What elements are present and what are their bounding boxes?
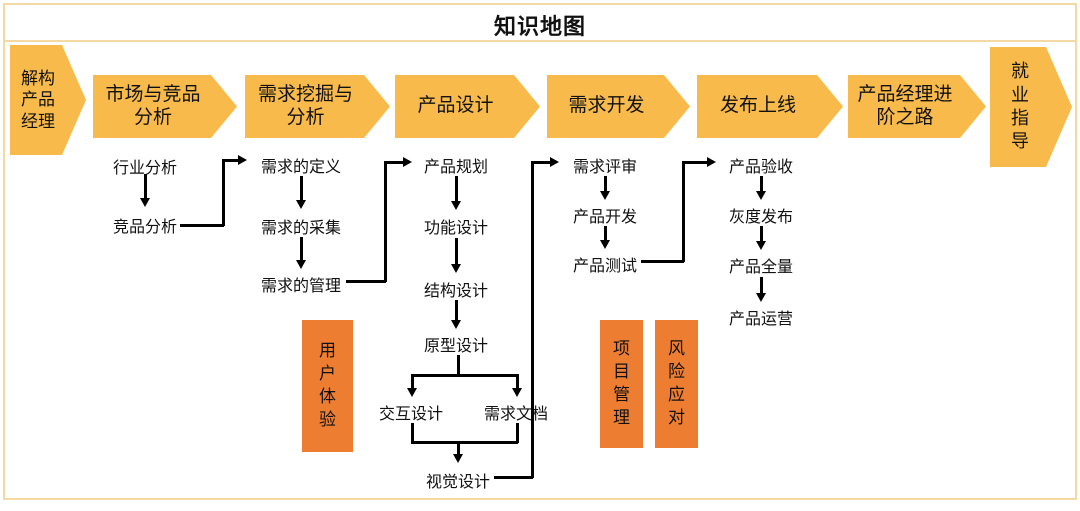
outer-frame [3, 3, 1077, 500]
line-segment [180, 224, 224, 227]
line-segment [411, 374, 519, 377]
line-segment [760, 176, 763, 192]
node-product-testing: 产品测试 [572, 258, 637, 275]
line-segment [222, 159, 225, 226]
arrowhead-down [600, 240, 610, 249]
arrowhead-down [451, 201, 461, 210]
line-segment [455, 238, 458, 265]
stage-product-design: 产品设计 [395, 75, 540, 138]
node-req-review: 需求评审 [572, 159, 637, 176]
stage-label: 需求挖掘与 分析 [257, 84, 353, 128]
stage-label: 市场与竞品 分析 [105, 84, 201, 128]
stage-label: 产品经理进 阶之路 [857, 84, 953, 128]
arrowhead-down [296, 260, 306, 269]
line-segment [144, 174, 147, 199]
line-segment [384, 161, 387, 282]
line-segment [682, 161, 685, 262]
stage-label: 解构 产品 经理 [21, 69, 55, 131]
line-segment [457, 355, 460, 376]
arrowhead-right [550, 157, 559, 167]
node-req-definition: 需求的定义 [260, 159, 341, 176]
stage-requirement-mining: 需求挖掘与 分析 [245, 75, 390, 138]
arrowhead-down [600, 191, 610, 200]
node-product-operation: 产品运营 [728, 311, 793, 328]
line-segment [494, 476, 533, 479]
page-title: 知识地图 [493, 14, 586, 39]
node-req-collection: 需求的采集 [260, 220, 341, 237]
node-interaction-design: 交互设计 [378, 406, 443, 423]
node-requirement-doc: 需求文档 [483, 406, 548, 423]
arrowhead-down [296, 200, 306, 209]
node-product-development: 产品开发 [572, 209, 637, 226]
arrowhead-down [756, 293, 766, 302]
node-function-design: 功能设计 [423, 220, 488, 237]
arrowhead-down [512, 388, 522, 397]
line-segment [384, 161, 405, 164]
arrowhead-down [451, 320, 461, 329]
arrowhead-down [756, 191, 766, 200]
node-competitor-analysis: 竞品分析 [112, 219, 177, 236]
line-segment [682, 161, 709, 164]
header-divider [3, 40, 1077, 42]
stage-label: 产品设计 [417, 95, 494, 117]
stage-label: 需求开发 [568, 95, 645, 117]
stage-label: 就 业 指 导 [1011, 61, 1029, 152]
node-product-acceptance: 产品验收 [728, 159, 793, 176]
line-segment [411, 423, 414, 443]
line-segment [222, 159, 240, 162]
arrowhead-down [756, 241, 766, 250]
stage-market-competitor-analysis: 市场与竞品 分析 [93, 75, 237, 138]
node-req-management: 需求的管理 [260, 278, 341, 295]
line-segment [411, 374, 414, 389]
line-segment [516, 423, 519, 443]
stage-requirement-development: 需求开发 [547, 75, 690, 138]
stage-label: 发布上线 [719, 95, 796, 117]
stage-release-online: 发布上线 [697, 75, 843, 138]
line-segment [300, 237, 303, 261]
arrowhead-right [707, 157, 716, 167]
line-segment [411, 441, 518, 444]
line-segment [300, 176, 303, 201]
node-industry-analysis: 行业分析 [112, 160, 177, 177]
arrowhead-down [451, 264, 461, 273]
arrowhead-down [453, 454, 463, 463]
arrowhead-right [403, 157, 412, 167]
panel-label: 项 目 管 理 [613, 339, 630, 427]
line-segment [457, 441, 460, 455]
line-segment [604, 226, 607, 241]
line-segment [516, 374, 519, 389]
panel-label: 用 户 体 验 [319, 341, 336, 429]
node-prototype-design: 原型设计 [423, 338, 488, 355]
arrowhead-right [238, 155, 247, 165]
line-segment [346, 280, 386, 283]
panel-risk-response: 风 险 应 对 [655, 320, 698, 448]
line-segment [455, 300, 458, 321]
panel-user-experience: 用 户 体 验 [302, 320, 353, 452]
panel-label: 风 险 应 对 [668, 339, 685, 427]
line-segment [760, 277, 763, 294]
line-segment [641, 260, 684, 263]
panel-project-management: 项 目 管 理 [600, 320, 643, 448]
line-segment [455, 176, 458, 202]
line-segment [531, 161, 534, 478]
line-segment [604, 176, 607, 192]
node-gray-release: 灰度发布 [728, 209, 793, 226]
node-product-planning: 产品规划 [423, 159, 488, 176]
arrowhead-down [140, 198, 150, 207]
stage-pm-advanced-path: 产品经理进 阶之路 [848, 75, 986, 138]
arrowhead-down [407, 388, 417, 397]
node-full-release: 产品全量 [728, 259, 793, 276]
node-structure-design: 结构设计 [423, 283, 488, 300]
node-visual-design: 视觉设计 [425, 474, 490, 491]
line-segment [760, 226, 763, 242]
line-segment [531, 161, 552, 164]
